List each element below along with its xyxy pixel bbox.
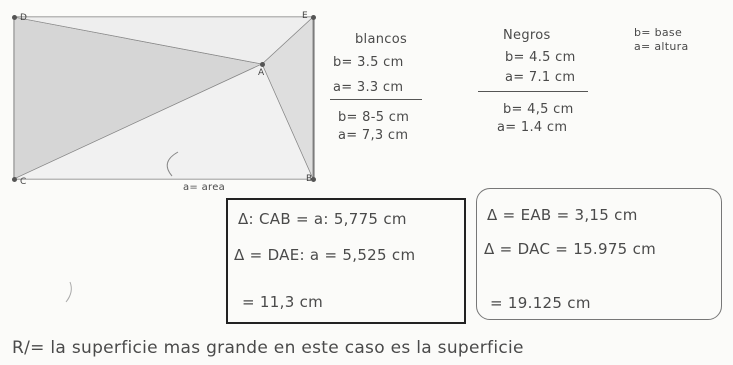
point-d <box>12 15 17 20</box>
area-note: a= area <box>183 182 226 193</box>
left-total: = 11,3 cm <box>242 293 324 311</box>
legend-altura: a= altura <box>634 40 689 53</box>
pointer-curve <box>166 151 179 177</box>
right-total: = 19.125 cm <box>490 294 591 312</box>
point-b <box>311 177 316 182</box>
label-d: D <box>20 13 27 23</box>
blancos-b2: b= 8-5 cm <box>338 110 410 125</box>
blancos-divider <box>330 99 422 100</box>
stray-mark <box>65 281 72 303</box>
blancos-b1: b= 3.5 cm <box>333 55 404 70</box>
label-c: C <box>20 177 27 187</box>
point-e <box>311 15 316 20</box>
negros-b1: b= 4.5 cm <box>505 50 576 65</box>
right-line-1: Δ = EAB = 3,15 cm <box>487 206 638 224</box>
negros-b2: b= 4,5 cm <box>503 102 574 117</box>
negros-a2: a= 1.4 cm <box>497 120 568 135</box>
right-result-box <box>476 188 722 320</box>
right-line-2: Δ = DAC = 15.975 cm <box>484 240 657 258</box>
left-line-2: Δ = DAE: a = 5,525 cm <box>234 246 416 264</box>
triangle-cab <box>13 63 314 180</box>
point-c <box>12 177 17 182</box>
blancos-a1: a= 3.3 cm <box>333 80 404 95</box>
left-result-box <box>226 198 466 324</box>
negros-divider <box>478 91 588 92</box>
legend-base: b= base <box>634 26 683 39</box>
negros-header: Negros <box>503 28 551 43</box>
label-a: A <box>258 68 265 78</box>
point-a <box>260 62 265 67</box>
answer-text: R/= la superficie mas grande en este cas… <box>12 338 524 358</box>
label-b: B <box>306 174 313 184</box>
blancos-a2: a= 7,3 cm <box>338 128 409 143</box>
left-line-1: Δ: CAB = a: 5,775 cm <box>238 210 407 228</box>
label-e: E <box>302 11 308 21</box>
triangle-dae <box>13 16 314 65</box>
negros-a1: a= 7.1 cm <box>505 70 576 85</box>
blancos-header: blancos <box>355 32 408 47</box>
